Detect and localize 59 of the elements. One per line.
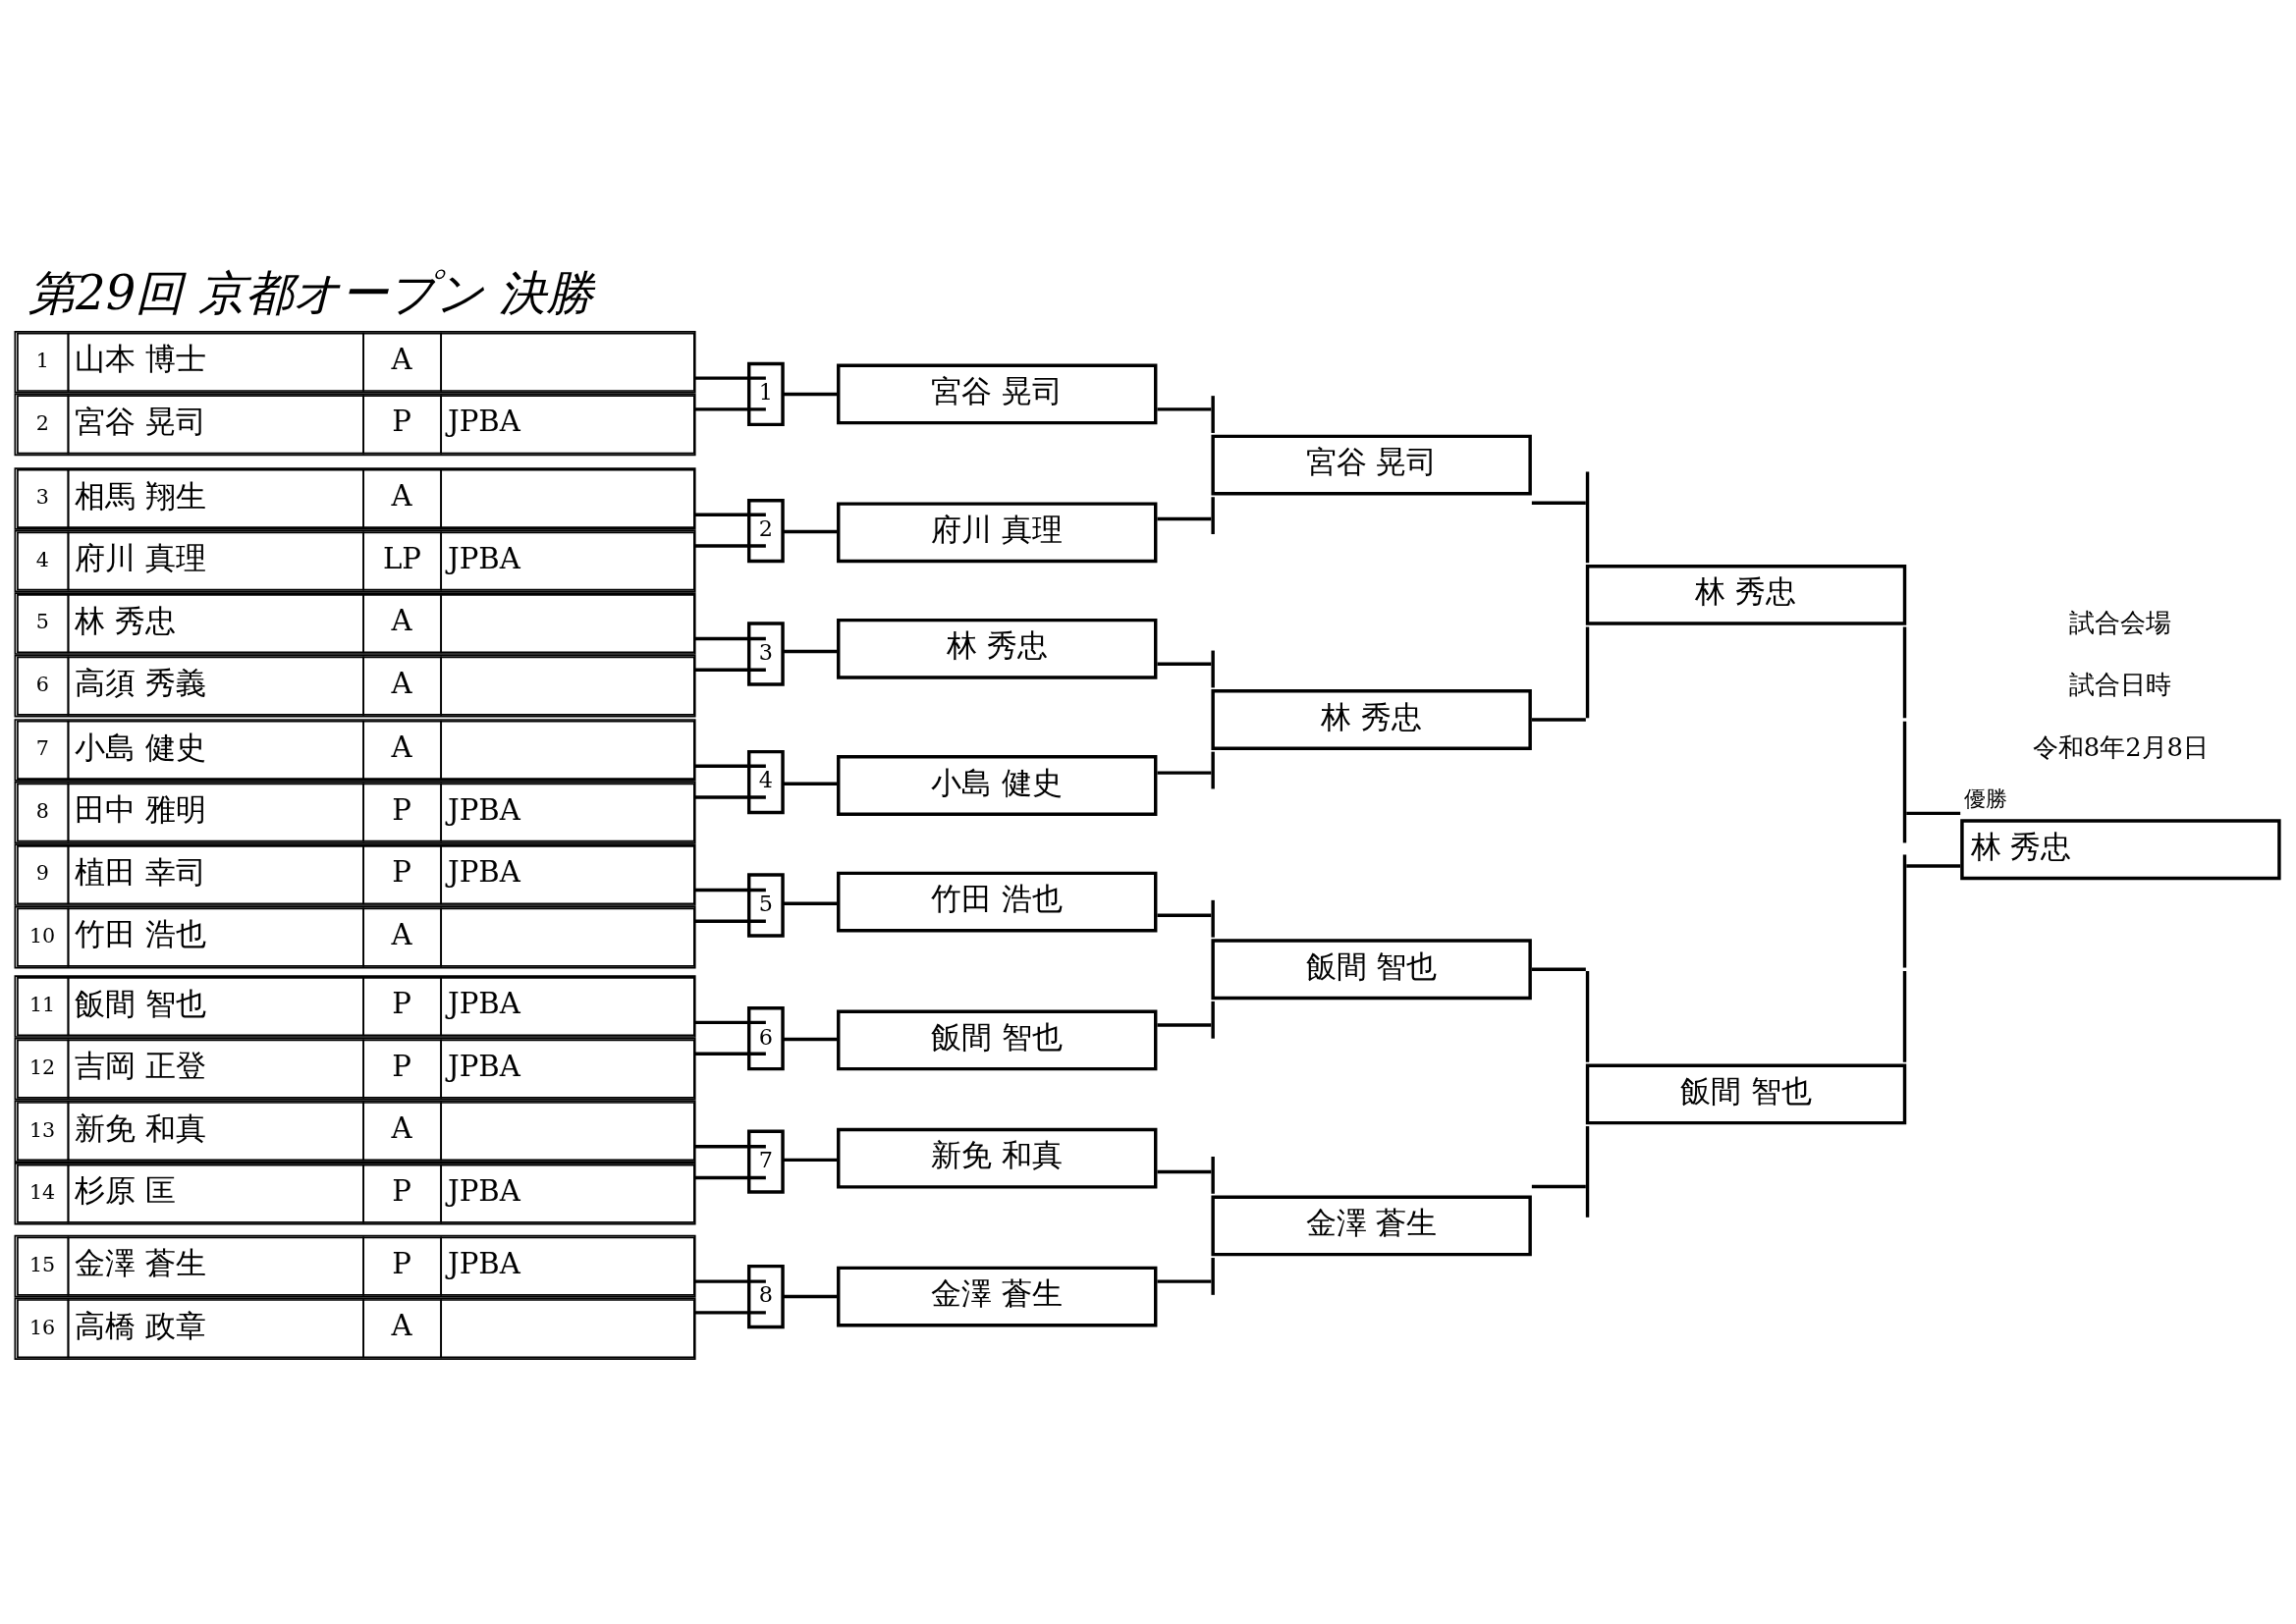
connector xyxy=(1157,1022,1212,1027)
connector xyxy=(694,919,766,923)
connector xyxy=(783,1037,838,1041)
node-box: 5 xyxy=(747,872,785,938)
connector xyxy=(694,1310,766,1315)
connector xyxy=(694,406,766,411)
connector xyxy=(694,1175,766,1179)
connector xyxy=(783,649,838,653)
connector xyxy=(783,1294,838,1298)
node-box: 飯間 智也 xyxy=(837,1009,1158,1070)
node-box: 新免 和真 xyxy=(837,1127,1158,1189)
connector xyxy=(1157,662,1212,666)
connector xyxy=(694,794,766,799)
connector xyxy=(783,529,838,533)
node-box: 4 xyxy=(747,749,785,814)
connector xyxy=(1157,770,1212,775)
node-box: 府川 真理 xyxy=(837,501,1158,563)
connector xyxy=(1157,1169,1212,1173)
connector xyxy=(694,543,766,548)
connector xyxy=(1531,717,1586,722)
node-box: 竹田 浩也 xyxy=(837,871,1158,932)
connector xyxy=(694,888,766,892)
connector xyxy=(1157,516,1212,520)
connector xyxy=(694,764,766,768)
connector xyxy=(783,782,838,785)
node-box: 6 xyxy=(747,1005,785,1070)
connector xyxy=(694,513,766,516)
connector xyxy=(694,636,766,640)
node-box: 2 xyxy=(747,498,785,563)
label: 試合日時 xyxy=(2069,669,2172,699)
connector xyxy=(1157,406,1212,411)
connector xyxy=(1531,501,1586,505)
connector xyxy=(694,1020,766,1024)
node-box: 小島 健史 xyxy=(837,754,1158,816)
node-box: 林 秀忠 xyxy=(837,618,1158,679)
node-box: 林 秀忠 xyxy=(1960,818,2281,880)
connector xyxy=(694,1051,766,1056)
connector xyxy=(1157,913,1212,917)
connector xyxy=(783,1158,838,1162)
connector xyxy=(1531,1184,1586,1188)
connector xyxy=(1906,811,1961,815)
connector xyxy=(1531,967,1586,971)
node-box: 8 xyxy=(747,1264,785,1328)
label: 試合会場 xyxy=(2069,607,2172,637)
node-label: 優勝 xyxy=(1963,785,2007,811)
node-box: 7 xyxy=(747,1129,785,1194)
node-box: 宮谷 晃司 xyxy=(837,363,1158,424)
node-box: 1 xyxy=(747,361,785,426)
connector xyxy=(694,1278,766,1283)
connector xyxy=(1157,1278,1212,1283)
label: 令和8年2月8日 xyxy=(2032,731,2209,762)
connector xyxy=(694,668,766,672)
connector xyxy=(783,392,838,396)
connector xyxy=(783,901,838,905)
connector xyxy=(1906,863,1961,868)
node-box: 3 xyxy=(747,621,785,686)
connector xyxy=(694,375,766,380)
connector xyxy=(694,1144,766,1148)
node-box: 金澤 蒼生 xyxy=(837,1266,1158,1326)
